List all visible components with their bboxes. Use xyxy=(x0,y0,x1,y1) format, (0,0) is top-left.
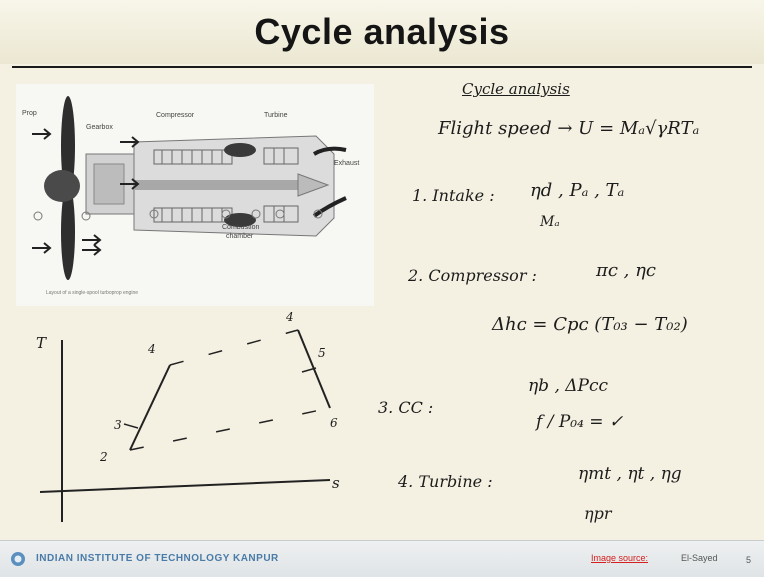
point-5-label: 5 xyxy=(318,346,326,360)
label-prop: Prop xyxy=(22,110,37,117)
iitk-logo-icon xyxy=(11,552,25,566)
note-turbine-last: ηpr xyxy=(584,504,612,523)
image-source-name: El-Sayed xyxy=(681,553,718,563)
high-pressure-isobar xyxy=(169,329,299,366)
propeller-hub xyxy=(44,170,80,202)
combustor-top xyxy=(224,143,256,157)
point-6-label: 6 xyxy=(330,416,338,430)
note-cc-values: ηb , ΔPcc xyxy=(528,376,609,396)
note-turbine-values: ηmt , ηt , ηg xyxy=(578,464,682,484)
low-pressure-isobar xyxy=(129,407,331,451)
engine-caption: Layout of a single-spool turboprop engin… xyxy=(46,290,139,296)
inlet-arrow-icon xyxy=(82,244,102,256)
station-marker-icon xyxy=(313,209,323,219)
note-turbine-label: 4. Turbine : xyxy=(398,472,493,491)
label-gearbox: Gearbox xyxy=(86,124,113,131)
propeller-blade-bottom xyxy=(61,184,75,280)
slide-title: Cycle analysis xyxy=(254,11,510,52)
point-4-label-turbine: 4 xyxy=(286,310,294,324)
inlet-arrow-icon xyxy=(82,234,102,246)
inlet-arrow-icon xyxy=(120,136,140,148)
footer: INDIAN INSTITUTE OF TECHNOLOGY KANPUR Im… xyxy=(0,540,764,577)
ts-x-axis-label: s xyxy=(332,474,340,492)
note-compressor-work: Δhᴄ = Cpᴄ (T₀₃ − T₀₂) xyxy=(492,314,688,335)
label-turbine: Turbine xyxy=(264,112,288,119)
compression-line xyxy=(129,364,171,451)
label-combustion: Combustion xyxy=(222,224,260,231)
label-compressor: Compressor xyxy=(156,112,195,119)
station-marker-icon xyxy=(221,209,231,219)
combustor-bottom xyxy=(224,213,256,227)
label-exhaust: Exhaust xyxy=(334,160,360,167)
point-4-label: 4 xyxy=(148,342,156,356)
ts-x-axis xyxy=(39,479,331,493)
ts-y-axis-label: T xyxy=(36,334,47,352)
station-marker-icon xyxy=(251,209,261,219)
note-compressor-label: 2. Compressor : xyxy=(408,266,537,285)
station-marker-icon xyxy=(275,209,285,219)
label-chamber: chamber xyxy=(226,233,254,240)
note-flight-speed: Flight speed → U = Mₐ√γRTₐ xyxy=(438,118,700,139)
footer-institute: INDIAN INSTITUTE OF TECHNOLOGY KANPUR xyxy=(36,553,279,564)
inlet-arrow-icon xyxy=(32,128,52,140)
exhaust-arrow-icon xyxy=(312,196,347,218)
station-marker-icon xyxy=(33,211,43,221)
page-number: 5 xyxy=(746,555,752,565)
point-2-label: 2 xyxy=(100,450,108,464)
station-marker-icon xyxy=(149,209,159,219)
exhaust-arrow-icon xyxy=(313,146,347,156)
station-marker-icon xyxy=(81,211,91,221)
image-source-link[interactable]: Image source: xyxy=(591,553,649,563)
notes-heading: Cycle analysis xyxy=(462,80,570,98)
note-cc-label: 3. CC : xyxy=(378,398,434,417)
note-intake-values: ηd , Pₐ , Tₐ xyxy=(530,180,625,201)
note-intake-label: 1. Intake : xyxy=(412,186,495,205)
note-cc-fuel: f / P₀₄ = ✓ xyxy=(536,412,624,432)
note-compressor-values: πc , ηc xyxy=(596,260,656,281)
note-intake-mach: Mₐ xyxy=(540,214,560,230)
engine-figure: Prop Gearbox Compressor Turbine Exhaust … xyxy=(16,84,374,306)
point-3-label: 3 xyxy=(114,418,122,432)
shaft xyxy=(134,180,314,190)
engine-schematic xyxy=(32,96,347,280)
inlet-arrow-icon xyxy=(120,178,140,190)
title-rule xyxy=(12,66,752,68)
title-bar: Cycle analysis xyxy=(0,0,764,64)
inlet-arrow-icon xyxy=(32,242,52,254)
